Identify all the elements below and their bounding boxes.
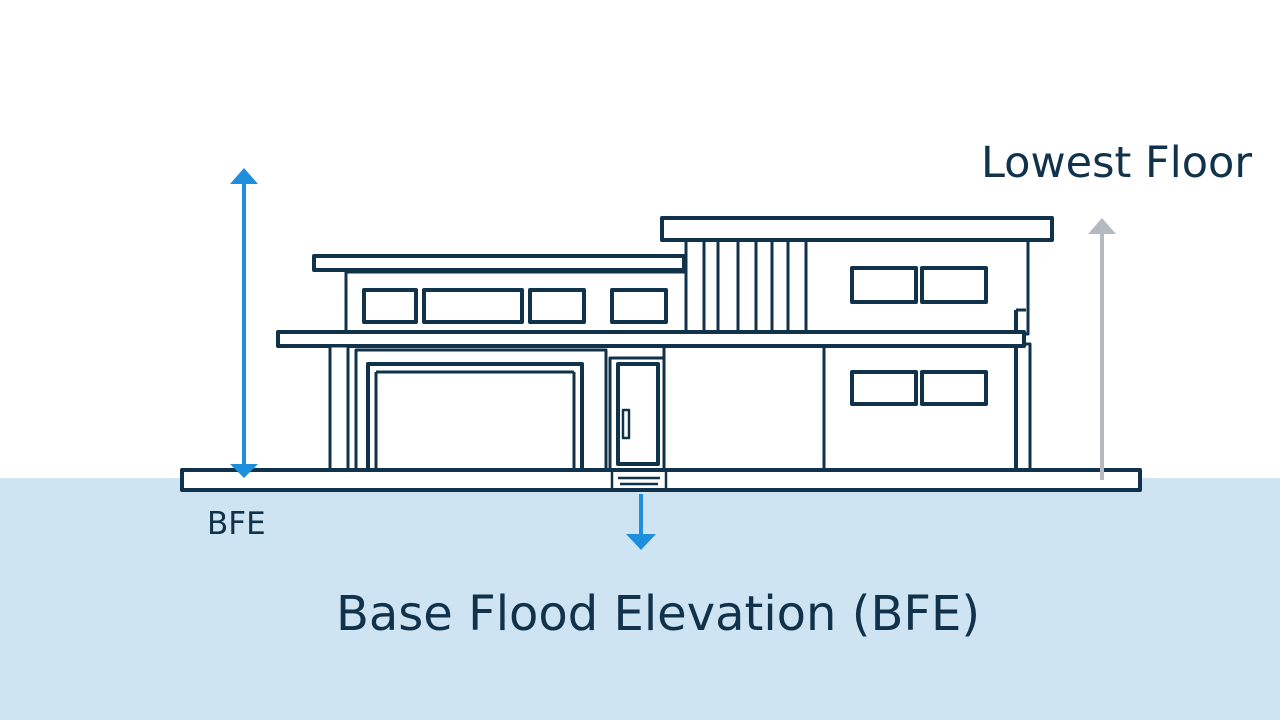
window	[920, 266, 988, 304]
lowest-floor-label: Lowest Floor	[980, 138, 1252, 188]
lower-block-wall	[662, 342, 1032, 472]
left-post	[328, 344, 350, 472]
upper-right-windows	[850, 266, 988, 304]
bfe-label: BFE	[207, 506, 266, 542]
top-roof	[660, 216, 1054, 242]
window	[528, 288, 586, 324]
foundation-slab	[180, 468, 1142, 492]
diagram-title: Base Flood Elevation (BFE)	[335, 586, 981, 642]
house-illustration	[180, 216, 1142, 492]
bfe-height-arrow	[230, 168, 258, 478]
window	[850, 370, 918, 406]
lowest-floor-arrow	[1088, 218, 1116, 480]
lower-right-windows	[850, 370, 988, 406]
canopy-roof	[276, 330, 1026, 348]
upper-left-windows	[362, 288, 668, 324]
entry-steps	[610, 470, 668, 490]
window	[422, 288, 524, 324]
upper-left-roof	[312, 254, 686, 272]
window	[850, 266, 918, 304]
vertical-slats	[702, 242, 808, 332]
window	[920, 370, 988, 406]
down-arrow	[626, 494, 656, 550]
window	[362, 288, 418, 324]
window	[610, 288, 668, 324]
door-handle	[621, 408, 631, 440]
garage-door	[366, 362, 584, 472]
